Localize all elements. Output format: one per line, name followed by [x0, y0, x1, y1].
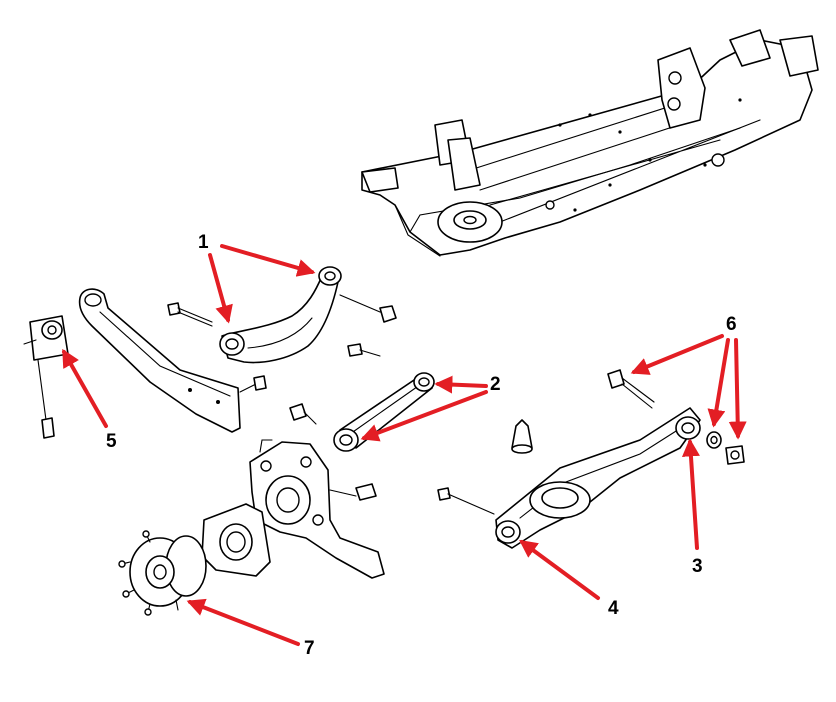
callout-3: 3: [692, 556, 703, 577]
lower-control-arm: [495, 407, 701, 549]
arrow-2b: [360, 390, 488, 442]
upper-link: [289, 372, 435, 452]
rear-knuckle: [249, 439, 385, 579]
callout-arrows: [62, 244, 747, 646]
upper-camber-arm: [219, 266, 342, 364]
arrow-5: [62, 348, 108, 428]
arrow-6c: [728, 338, 747, 440]
arrow-1a: [208, 253, 233, 324]
arrow-7: [186, 598, 300, 646]
arrow-4: [519, 539, 600, 600]
arrow-1b: [220, 244, 316, 277]
arrow-2a: [434, 375, 488, 394]
callout-4: 4: [608, 598, 619, 619]
arrow-6b: [707, 338, 730, 428]
bump-stop: [511, 419, 533, 454]
wheel-hub: [118, 530, 207, 616]
lower-arm-bolts: [437, 369, 745, 515]
arrow-6a: [630, 334, 724, 375]
callout-6: 6: [726, 314, 737, 335]
callout-2: 2: [490, 374, 501, 395]
rear-subframe: [361, 29, 819, 257]
callout-7: 7: [304, 638, 315, 659]
callout-5: 5: [106, 431, 117, 452]
backing-plate: [201, 503, 271, 577]
callout-labels: 1 2 3 4 5 6 7: [106, 232, 737, 659]
arm-1-bolts: [167, 294, 397, 357]
trailing-arm: [78, 288, 241, 433]
arrow-3: [681, 438, 700, 550]
callout-1: 1: [198, 232, 209, 253]
